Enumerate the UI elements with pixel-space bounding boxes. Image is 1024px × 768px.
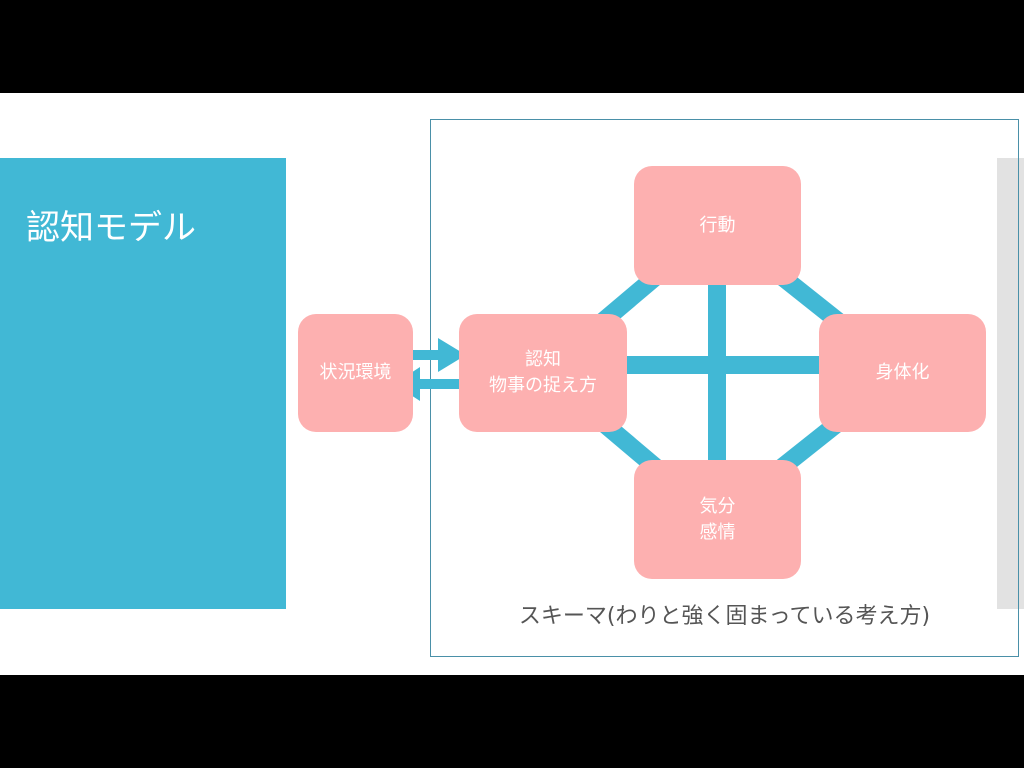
node-label: 行動 <box>699 214 736 236</box>
schema-caption: スキーマ(わりと強く固まっている考え方) <box>518 604 931 629</box>
slide-title: 認知モデル <box>26 208 196 248</box>
node-label: 認知 <box>525 349 561 370</box>
node-label: 感情 <box>699 521 736 543</box>
arrow-right-icon <box>438 338 466 372</box>
node-label: 身体化 <box>875 362 930 383</box>
side-bar <box>997 158 1024 609</box>
node-label: 状況環境 <box>319 362 392 383</box>
node-body: 身体化 <box>819 314 986 432</box>
node-behavior: 行動 <box>634 166 801 285</box>
title-panel <box>0 158 286 609</box>
node-mood: 気分感情 <box>634 460 801 579</box>
node-label: 気分 <box>699 495 736 517</box>
node-cognition: 認知物事の捉え方 <box>459 314 627 432</box>
node-situation: 状況環境 <box>298 314 413 432</box>
node-label: 物事の捉え方 <box>489 375 597 396</box>
